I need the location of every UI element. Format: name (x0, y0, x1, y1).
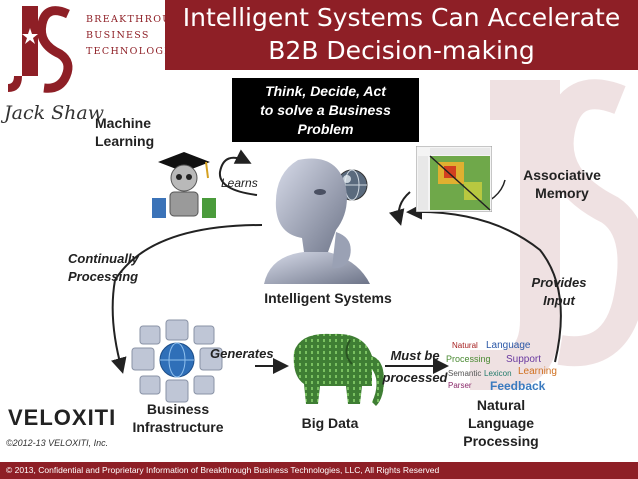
logo-signature: Jack Shaw (4, 102, 104, 124)
big-data-label: Big Data (301, 415, 359, 431)
nlp-word: Processing (446, 354, 491, 364)
nlp-word: Language (486, 340, 531, 351)
footer-banner: © 2013, Confidential and Proprietary Inf… (0, 462, 638, 479)
intelligent-systems-label: Intelligent Systems (264, 290, 392, 306)
nlp-word: Support (506, 354, 541, 365)
veloxiti-logo: VELOXITI (8, 405, 117, 430)
logo-text-line1: BREAKTHROUGH (86, 14, 191, 25)
callout-line2: to solve a Business (260, 102, 391, 118)
veloxiti-copyright: ©2012-13 VELOXITI, Inc. (6, 438, 109, 448)
slide-title-line1: Intelligent Systems Can Accelerate (182, 3, 621, 32)
nlp-word: Feedback (490, 379, 546, 393)
slide-title-line2: B2B Decision-making (268, 36, 535, 65)
associative-matrix-icon (416, 146, 492, 212)
callout-line1: Think, Decide, Act (265, 83, 386, 99)
logo-text-line3: TECHNOLOGIES (86, 46, 186, 57)
nlp-label: Natural Language Processing (463, 397, 539, 449)
nlp-word: Learning (518, 366, 557, 377)
edge-memory-up (388, 191, 411, 226)
nlp-word: Lexicon (484, 369, 512, 378)
edge-provides-input (406, 203, 562, 363)
company-logo: BREAKTHROUGH BUSINESS TECHNOLOGIES Jack … (4, 4, 189, 128)
robot-graduate-icon (152, 152, 216, 218)
generates-label: Generates (210, 346, 274, 361)
elephant-big-data-icon (293, 333, 384, 406)
js-monogram-icon (8, 6, 73, 93)
watermark-logo (470, 79, 638, 390)
learns-label: Learns (221, 176, 258, 190)
edge-intelligent-to-infrastructure (111, 224, 263, 374)
callout-line3: Problem (297, 121, 354, 137)
logo-text-line2: BUSINESS (86, 30, 150, 41)
title-banner: Intelligent Systems Can Accelerate B2B D… (165, 0, 638, 70)
business-infrastructure-label: Business Infrastructure (132, 401, 224, 435)
goal-callout: Think, Decide, Act to solve a Business P… (232, 78, 419, 142)
continually-processing-label: Continually Processing (68, 251, 139, 284)
provides-input-label: Provides Input (531, 275, 587, 308)
nlp-word: Semantic (448, 369, 481, 378)
nlp-word: Parser (448, 381, 472, 390)
associative-memory-label: Associative Memory (523, 167, 601, 201)
puzzle-network-icon (131, 319, 223, 403)
thinking-head-icon (264, 158, 370, 284)
nlp-word: Natural (452, 341, 478, 350)
nlp-word-cloud: Natural Language Processing Support Lear… (446, 340, 557, 393)
must-be-processed-label: Must be processed (382, 348, 448, 385)
edge-learns (218, 149, 258, 196)
machine-learning-label: Machine Learning (95, 115, 155, 149)
